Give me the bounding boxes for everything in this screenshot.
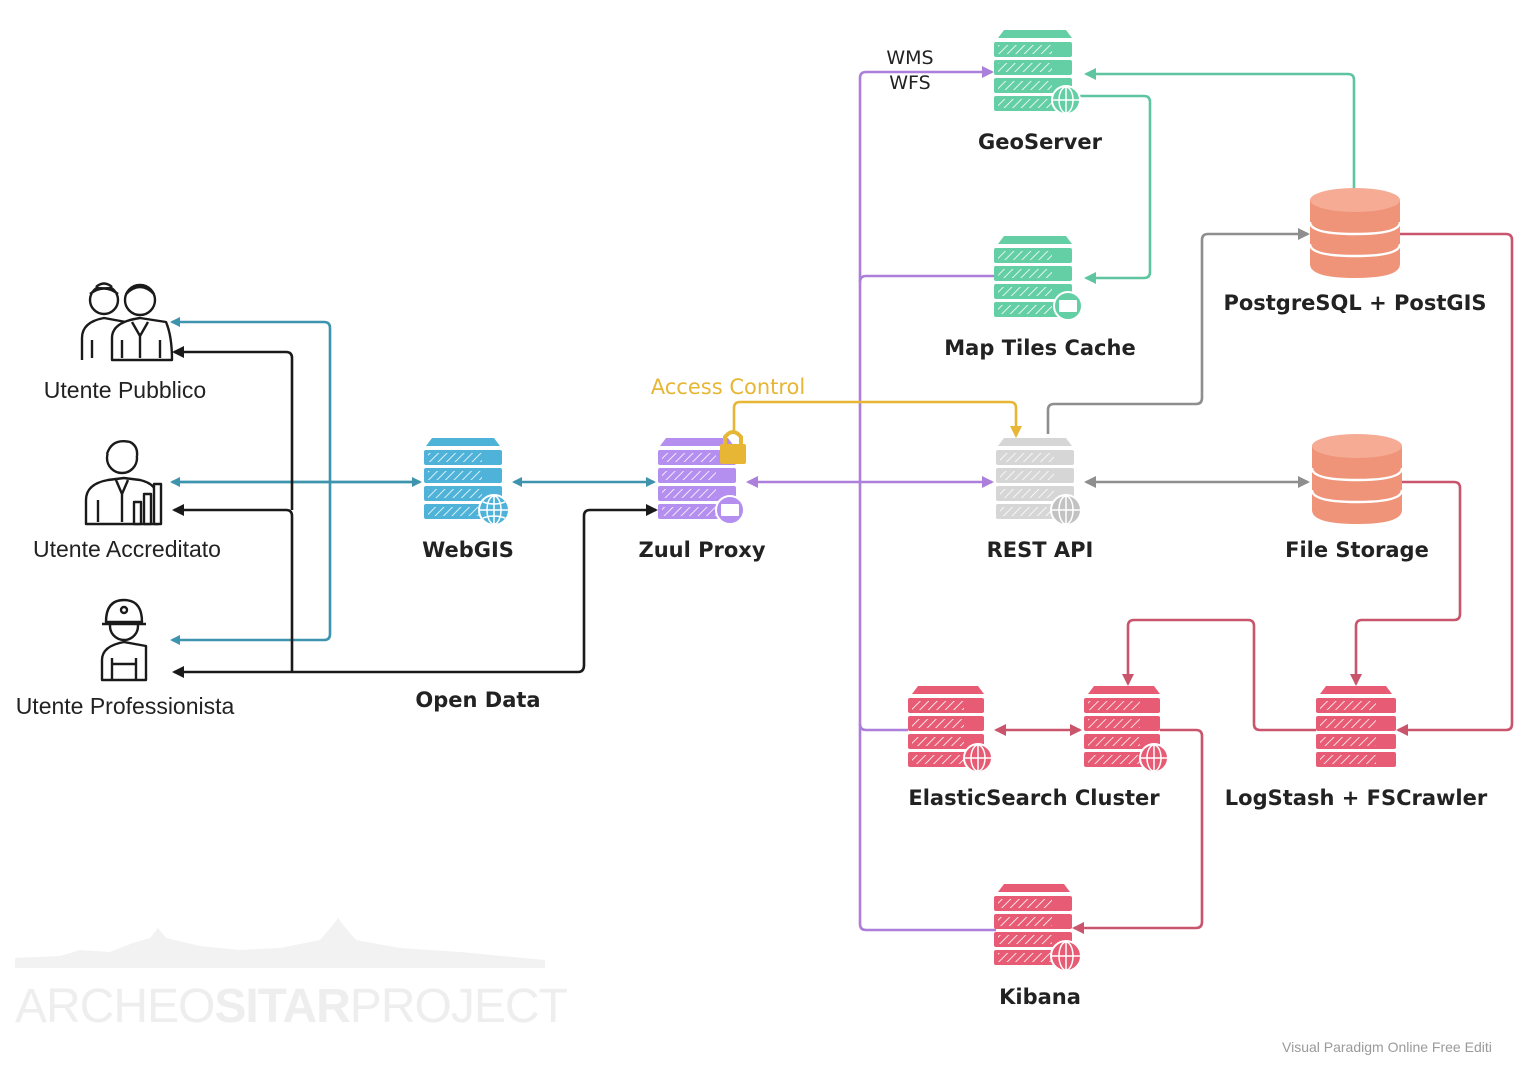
server-globe-icon (424, 438, 510, 526)
server-monitor-icon (994, 236, 1083, 321)
access-control-label: Access Control (651, 375, 805, 399)
wms-label: WMS (886, 47, 933, 69)
node-webgis-label: WebGIS (422, 538, 514, 562)
node-kibana-label: Kibana (999, 985, 1081, 1009)
skyline-silhouette (15, 918, 545, 968)
server-lock-icon (658, 430, 746, 525)
node-postgresql: PostgreSQL + PostGIS (1223, 188, 1487, 315)
user-public-label: Utente Pubblico (44, 377, 206, 403)
geo-connections (1072, 68, 1356, 284)
database-icon (1310, 434, 1404, 524)
open-data-label: Open Data (415, 688, 540, 712)
server-globe-icon (994, 884, 1082, 972)
rest-connections (1046, 228, 1310, 488)
node-rest-api-label: REST API (987, 538, 1094, 562)
webgis-user-connections (170, 317, 656, 645)
open-data-connections (172, 346, 658, 678)
node-geoserver-label: GeoServer (978, 130, 1103, 154)
node-webgis: WebGIS (422, 438, 514, 562)
node-kibana: Kibana (994, 884, 1082, 1009)
server-globe-icon (996, 438, 1082, 526)
node-logstash: LogStash + FSCrawler (1225, 686, 1488, 810)
proxy-connections (746, 66, 996, 932)
node-logstash-label: LogStash + FSCrawler (1225, 786, 1488, 810)
server-globe-icon (994, 30, 1081, 115)
node-zuul: Zuul Proxy (638, 430, 766, 562)
node-file-storage: File Storage (1285, 434, 1429, 562)
access-control-connection (732, 400, 1022, 438)
server-icon (1316, 686, 1396, 767)
user-helmet-icon (100, 598, 148, 682)
node-map-tiles-cache: Map Tiles Cache (944, 236, 1136, 360)
node-postgresql-label: PostgreSQL + PostGIS (1223, 291, 1486, 315)
server-cluster-icon (908, 686, 1169, 773)
wfs-label: WFS (889, 72, 930, 94)
database-icon (1308, 188, 1402, 278)
user-accredited-label: Utente Accreditato (33, 536, 221, 562)
node-zuul-label: Zuul Proxy (638, 538, 765, 562)
user-professional: Utente Professionista (16, 598, 235, 719)
search-connections (994, 232, 1514, 934)
node-rest-api: REST API (987, 438, 1094, 562)
user-public: Utente Pubblico (44, 282, 206, 403)
credit-text: Visual Paradigm Online Free Editi (1282, 1039, 1492, 1055)
node-file-storage-label: File Storage (1285, 538, 1429, 562)
user-couple-icon (80, 282, 174, 362)
node-map-tiles-cache-label: Map Tiles Cache (944, 336, 1135, 360)
user-professional-label: Utente Professionista (16, 693, 235, 719)
watermark-text: ARCHEOSITARPROJECT (15, 980, 567, 1033)
node-elasticsearch: ElasticSearch Cluster (908, 686, 1169, 810)
lock-icon (720, 430, 746, 464)
node-elasticsearch-label: ElasticSearch Cluster (908, 786, 1160, 810)
node-geoserver: GeoServer (978, 30, 1103, 154)
user-accredited: Utente Accreditato (33, 440, 221, 562)
user-chart-icon (84, 440, 163, 526)
watermark: ARCHEOSITARPROJECT (15, 918, 568, 1033)
